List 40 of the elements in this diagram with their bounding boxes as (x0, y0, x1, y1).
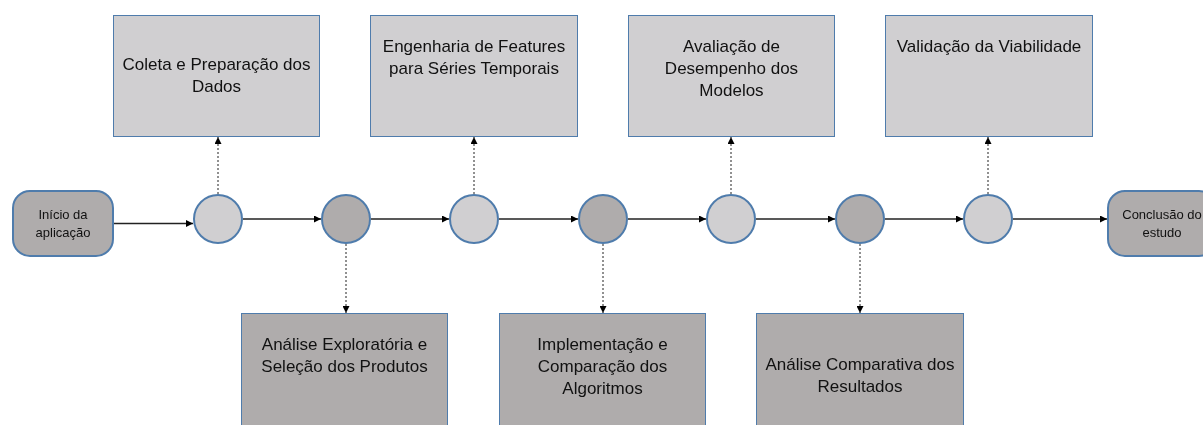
milestone-circle (963, 194, 1013, 244)
arrow (1012, 215, 1108, 223)
milestone-circle (578, 194, 628, 244)
process-box (885, 15, 1093, 137)
dotted-arrow (727, 136, 735, 195)
arrow (370, 215, 450, 223)
milestone-circle (449, 194, 499, 244)
node-label: Análise Comparativa dos Resultados (765, 354, 955, 399)
node-label: Coleta e Preparação dos Dados (122, 54, 311, 99)
node-label: Conclusão do estudo (1121, 205, 1203, 242)
dotted-arrow (342, 243, 350, 314)
arrow (113, 220, 194, 227)
arrow (498, 215, 579, 223)
arrow (884, 215, 964, 223)
arrow (242, 215, 322, 223)
process-box (628, 15, 835, 137)
node-label: Avaliação de Desempenho dos Modelos (663, 36, 800, 103)
milestone-circle (835, 194, 885, 244)
milestone-circle (706, 194, 756, 244)
process-box (113, 15, 320, 137)
arrow (755, 215, 836, 223)
start-terminal (12, 190, 114, 257)
node-label: Análise Exploratória e Seleção dos Produtos (260, 334, 429, 379)
dotted-arrow (984, 136, 992, 195)
end-terminal (1107, 190, 1203, 257)
milestone-circle (321, 194, 371, 244)
dotted-arrow (214, 136, 222, 195)
dotted-arrow (856, 243, 864, 314)
dotted-arrow (599, 243, 607, 314)
node-label: Validação da Viabilidade (896, 36, 1082, 58)
process-box (499, 313, 706, 425)
dotted-arrow (470, 136, 478, 195)
node-label: Início da aplicação (34, 205, 92, 242)
milestone-circle (193, 194, 243, 244)
process-box (756, 313, 964, 425)
process-box (241, 313, 448, 425)
node-label: Implementação e Comparação dos Algoritmos (536, 334, 669, 401)
process-box (370, 15, 578, 137)
arrow (627, 215, 707, 223)
node-label: Engenharia de Features para Séries Temporais (381, 36, 567, 81)
